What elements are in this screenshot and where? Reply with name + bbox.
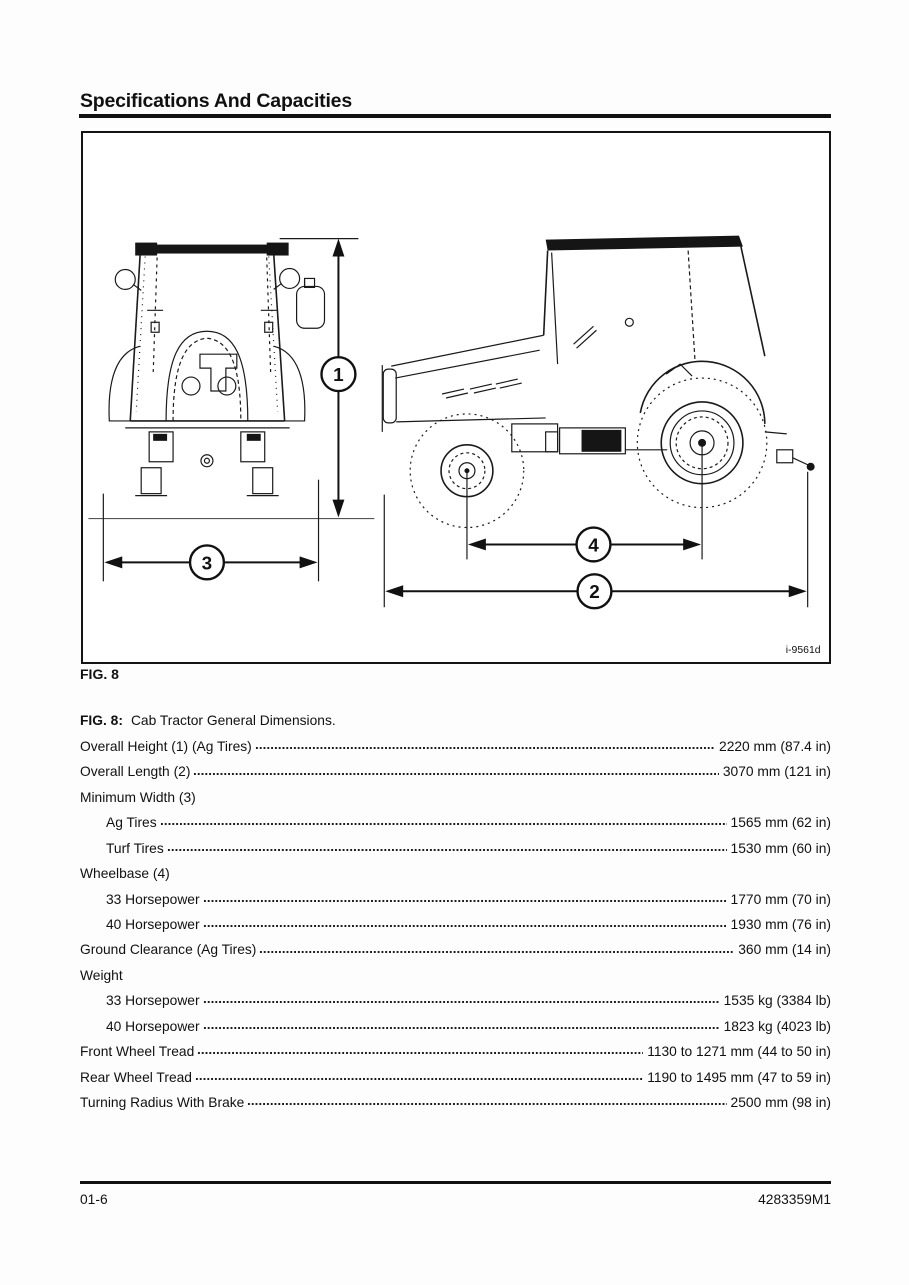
spec-row: Ag Tires 1565 mm (62 in) [80, 807, 831, 834]
tractor-front-view [88, 242, 375, 520]
spec-value: 360 mm (14 in) [738, 942, 831, 958]
spec-label: 40 Horsepower [106, 1018, 200, 1034]
spec-value: 1823 kg (4023 lb) [723, 1018, 831, 1034]
dotted-leader [202, 1011, 720, 1037]
spec-label: Rear Wheel Tread [80, 1069, 192, 1085]
spec-value: 2500 mm (98 in) [730, 1095, 831, 1110]
spec-row: 33 Horsepower 1770 mm (70 in) [80, 884, 831, 910]
dotted-leader [159, 807, 727, 834]
spec-row: 40 Horsepower 1823 kg (4023 lb) [80, 1011, 831, 1037]
spec-label: 33 Horsepower [106, 993, 200, 1009]
spec-row: Turning Radius With Brake 2500 mm (98 in) [80, 1087, 831, 1113]
dotted-leader [197, 1036, 644, 1063]
dimension-3-minimum-width: 3 [102, 479, 320, 582]
footer-rule [80, 1181, 831, 1184]
page-title: Specifications And Capacities [80, 90, 352, 112]
spec-list: FIG. 8: Cab Tractor General Dimensions. … [80, 706, 831, 1113]
spec-value: 1930 mm (76 in) [730, 916, 831, 932]
title-rule [79, 114, 831, 118]
figure-label: FIG. 8 [80, 666, 119, 682]
spec-value: 1535 kg (3384 lb) [723, 993, 831, 1009]
spec-value: 1565 mm (62 in) [730, 815, 831, 831]
spec-value: 2220 mm (87.4 in) [719, 738, 831, 754]
callout-1: 1 [333, 365, 344, 386]
spec-row: Rear Wheel Tread 1190 to 1495 mm (47 to 5… [80, 1062, 831, 1088]
dotted-leader [193, 756, 719, 783]
spec-row: Overall Height (1) (Ag Tires) 2220 mm (87… [80, 731, 831, 757]
spec-row: Overall Length (2) 3070 mm (121 in) [80, 756, 831, 783]
dotted-leader [194, 1062, 644, 1088]
spec-label: Overall Length (2) [80, 764, 191, 780]
spec-label: Ground Clearance (Ag Tires) [80, 942, 257, 958]
spec-value: 3070 mm (121 in) [722, 764, 831, 780]
spec-label: Wheelbase (4) [80, 866, 170, 882]
spec-label: Overall Height (1) (Ag Tires) [80, 738, 252, 754]
spec-row: Turf Tires 1530 mm (60 in) [80, 833, 831, 859]
dotted-leader [247, 1087, 727, 1113]
spec-value: 1530 mm (60 in) [730, 840, 831, 856]
figure-caption: FIG. 8: Cab Tractor General Dimensions. [80, 706, 831, 731]
spec-row: Ground Clearance (Ag Tires) 360 mm (14 in… [80, 934, 831, 961]
spec-value: 1770 mm (70 in) [730, 891, 831, 907]
spec-value: 1130 to 1271 mm (44 to 50 in) [647, 1044, 831, 1060]
spec-row: Weight [80, 960, 831, 985]
spec-label: Minimum Width (3) [80, 789, 196, 805]
dotted-leader [166, 833, 727, 859]
spec-row: 40 Horsepower 1930 mm (76 in) [80, 909, 831, 935]
spec-value: 1190 to 1495 mm (47 to 59 in) [647, 1069, 831, 1085]
spec-label: 33 Horsepower [106, 891, 200, 907]
tractor-dimensions-figure: 1 3 4 [88, 235, 821, 656]
spec-row: Wheelbase (4) [80, 859, 831, 884]
spec-label: 40 Horsepower [106, 916, 200, 932]
tractor-side-view [381, 235, 815, 529]
spec-label: Turf Tires [106, 840, 164, 856]
callout-4: 4 [588, 535, 599, 556]
dimension-4-wheelbase: 4 [466, 444, 703, 563]
spec-row: 33 Horsepower 1535 kg (3384 lb) [80, 985, 831, 1012]
spec-row: Front Wheel Tread 1130 to 1271 mm (44 to … [80, 1036, 831, 1063]
footer-document-number: 4283359M1 [758, 1192, 831, 1207]
callout-3: 3 [202, 553, 213, 574]
figure-reference-code: i-9561d [786, 645, 821, 656]
dotted-leader [202, 909, 727, 935]
dimension-2-overall-length: 2 [383, 471, 809, 610]
spec-label: Front Wheel Tread [80, 1044, 195, 1060]
spec-label: Weight [80, 967, 123, 983]
dotted-leader [202, 884, 727, 910]
spec-label: Ag Tires [106, 815, 157, 831]
spec-row: Minimum Width (3) [80, 782, 831, 807]
dotted-leader [202, 985, 720, 1012]
footer-page-number: 01-6 [80, 1192, 108, 1207]
dotted-leader [259, 934, 735, 961]
callout-2: 2 [589, 582, 600, 603]
dotted-leader [254, 731, 716, 757]
dimension-1-overall-height: 1 [279, 238, 359, 518]
figure-frame: 1 3 4 [81, 131, 831, 664]
figure-caption-prefix: FIG. 8: [80, 713, 123, 729]
figure-caption-text: Cab Tractor General Dimensions. [130, 713, 336, 729]
spec-label: Turning Radius With Brake [80, 1095, 245, 1110]
